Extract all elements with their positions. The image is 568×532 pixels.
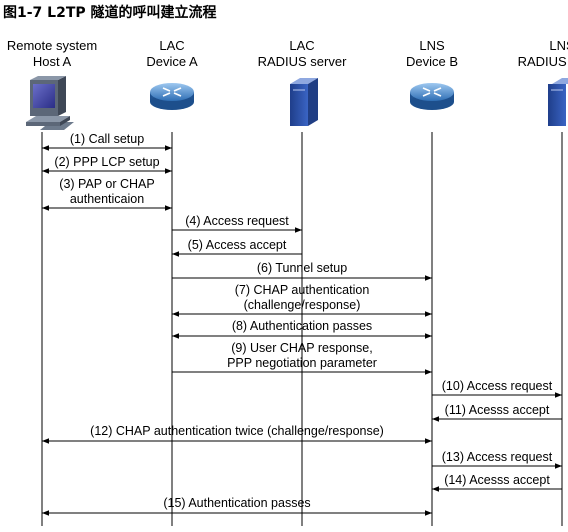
figure-title: 图1-7 L2TP 隧道的呼叫建立流程 (3, 4, 217, 21)
message-label: (9) User CHAP response, (231, 341, 373, 355)
message-10: (10) Access request (432, 379, 562, 398)
message-12: (12) CHAP authentication twice (challeng… (42, 424, 432, 444)
message-5: (5) Access accept (172, 238, 302, 257)
node-label-lns-line1: LNS (419, 38, 445, 53)
message-label: (3) PAP or CHAP (59, 177, 154, 191)
router-icon (410, 83, 454, 110)
node-label-lac-line1: LAC (159, 38, 184, 53)
message-8: (8) Authentication passes (172, 319, 432, 339)
node-label-lns-line2: Device B (406, 54, 458, 69)
message-label: (6) Tunnel setup (257, 261, 347, 275)
message-label: authenticaion (70, 192, 144, 206)
message-label: (14) Acesss accept (444, 473, 550, 487)
node-label-host-a-line1: Remote system (7, 38, 97, 53)
lifelines (41, 132, 563, 526)
node-labels: Remote system Host A LAC Device A LAC RA… (7, 38, 568, 69)
message-2: (2) PPP LCP setup (42, 155, 172, 174)
message-label: (15) Authentication passes (163, 496, 310, 510)
message-label: (4) Access request (185, 214, 289, 228)
message-label: (1) Call setup (70, 132, 144, 146)
message-3: (3) PAP or CHAP authenticaion (42, 177, 172, 211)
message-label: (13) Access request (442, 450, 553, 464)
message-label: (7) CHAP authentication (235, 283, 370, 297)
message-label: PPP negotiation parameter (227, 356, 377, 370)
message-label: (10) Access request (442, 379, 553, 393)
node-label-lns-radius-line1: LNS (549, 38, 568, 53)
node-label-lns-radius-line2: RADIUS server (518, 54, 568, 69)
message-11: (11) Acesss accept (432, 403, 562, 422)
node-label-host-a-line2: Host A (33, 54, 72, 69)
message-label: (8) Authentication passes (232, 319, 372, 333)
message-9: (9) User CHAP response, PPP negotiation … (172, 341, 432, 375)
message-label: (12) CHAP authentication twice (challeng… (90, 424, 384, 438)
message-4: (4) Access request (172, 214, 302, 233)
message-label: (11) Acesss accept (445, 403, 550, 417)
message-label: (2) PPP LCP setup (54, 155, 159, 169)
message-label: (5) Access accept (188, 238, 287, 252)
server-icon (548, 78, 568, 126)
message-14: (14) Acesss accept (432, 473, 562, 492)
node-label-lac-radius-line2: RADIUS server (258, 54, 348, 69)
message-13: (13) Access request (432, 450, 562, 469)
router-icon (150, 83, 194, 110)
message-15: (15) Authentication passes (42, 496, 432, 516)
computer-icon (26, 76, 74, 130)
node-label-lac-line2: Device A (146, 54, 198, 69)
message-7: (7) CHAP authentication (challenge/respo… (172, 283, 432, 317)
message-6: (6) Tunnel setup (172, 261, 432, 281)
node-label-lac-radius-line1: LAC (289, 38, 314, 53)
server-icon (290, 78, 318, 126)
message-label: (challenge/response) (244, 298, 361, 312)
message-1: (1) Call setup (42, 132, 172, 151)
